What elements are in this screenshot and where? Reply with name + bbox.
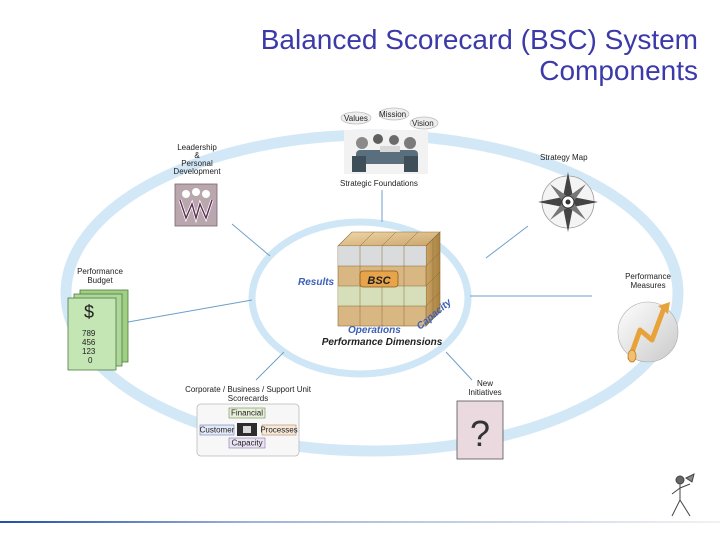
question-mark: ? (470, 413, 490, 454)
new-initiatives-line-2: Initiatives (468, 388, 501, 397)
scorecard-capacity: Capacity (231, 439, 262, 448)
strategy-map: Strategy Map (538, 153, 598, 232)
unit-scorecards: Corporate / Business / Support Unit Scor… (185, 385, 312, 457)
performance-budget-line-1: Performance (77, 267, 123, 276)
budget-number-3: 123 (82, 347, 96, 356)
vision-label: Vision (412, 119, 434, 128)
footer-divider (0, 521, 720, 523)
spokes (127, 190, 592, 381)
growth-chart-icon (617, 301, 679, 363)
mission-bubble (378, 107, 410, 121)
leadership-line-4: Development (173, 167, 221, 176)
performance-measures-line-1: Performance (625, 272, 671, 281)
performance-budget-line-2: Budget (87, 276, 113, 285)
performance-measures-line-2: Measures (630, 281, 665, 290)
scorecards-line-1: Corporate / Business / Support Unit (185, 385, 312, 394)
bsc-cube (337, 231, 441, 327)
leadership-line-3: Personal (181, 159, 213, 168)
mascot-figure-icon (671, 473, 695, 517)
strategic-foundations-label: Strategic Foundations (340, 179, 418, 188)
strategic-foundations: Values Mission Vision Strategic Foundati… (340, 107, 439, 188)
scorecard-processes: Processes (260, 426, 297, 435)
operations-label: Operations (348, 325, 401, 336)
budget-sheets-icon (67, 289, 129, 371)
title-line-2: Components (539, 55, 698, 86)
meeting-people-icon (344, 130, 428, 174)
budget-number-4: 0 (88, 356, 93, 365)
scorecards-line-2: Scorecards (228, 394, 268, 403)
values-bubble (340, 111, 372, 125)
dollar-sign: $ (84, 302, 94, 322)
performance-measures: Performance Measures (617, 272, 679, 363)
compass-icon (538, 172, 598, 232)
scorecard-financial: Financial (231, 409, 263, 418)
page-title: Balanced Scorecard (BSC) System Componen… (138, 24, 698, 86)
question-box (456, 400, 504, 460)
new-initiatives: New Initiatives ? (456, 379, 504, 460)
leadership-line-2: & (194, 151, 200, 160)
values-label: Values (344, 114, 368, 123)
mission-label: Mission (379, 110, 406, 119)
performance-dimensions-label: Performance Dimensions (322, 337, 443, 348)
scorecard-customer: Customer (200, 426, 235, 435)
people-group-icon (174, 183, 218, 227)
leadership-line-1: Leadership (177, 143, 217, 152)
leadership-development: Leadership & Personal Development (173, 143, 221, 227)
strategy-map-label: Strategy Map (540, 153, 588, 162)
new-initiatives-line-1: New (477, 379, 493, 388)
budget-number-1: 789 (82, 329, 96, 338)
results-label: Results (298, 277, 335, 288)
bsc-label: BSC (367, 275, 391, 287)
bsc-badge (359, 270, 399, 288)
title-line-1: Balanced Scorecard (BSC) System (260, 24, 698, 55)
vision-bubble (409, 116, 439, 130)
performance-budget: Performance Budget $ 789 456 123 0 (67, 267, 129, 371)
budget-number-2: 456 (82, 338, 96, 347)
